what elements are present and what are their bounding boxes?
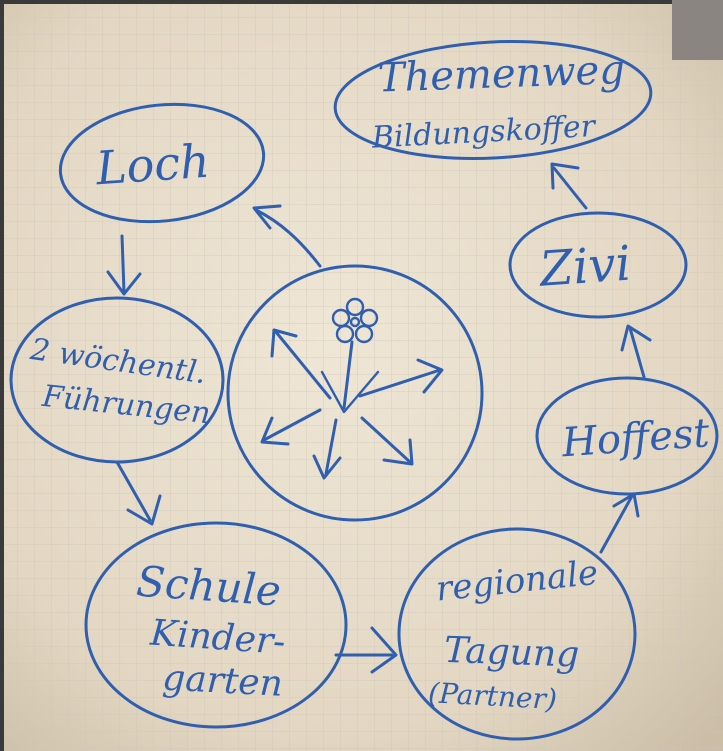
label-schule-2: Kinder-: [148, 613, 287, 663]
label-tagung-2: Tagung: [443, 630, 579, 676]
arrow-center-to-loch: [252, 204, 322, 268]
node-zivi-ellipse: [508, 211, 688, 319]
label-schule-1: Schule: [135, 557, 283, 616]
arrow-fuehrungen-to-schule: [115, 460, 162, 526]
corner-object: [672, 0, 723, 60]
node-themenweg-ellipse: [333, 39, 653, 161]
node-loch-ellipse: [58, 102, 266, 224]
arrow-schule-to-tagung: [334, 626, 398, 674]
label-loch: Loch: [93, 134, 211, 196]
label-tagung-3: (Partner): [427, 676, 557, 716]
arrow-hoffest-to-zivi: [620, 324, 652, 379]
node-hoffest-ellipse: [535, 376, 719, 496]
arrow-zivi-to-themenweg: [550, 162, 588, 210]
arrow-loch-to-fuehrungen: [106, 234, 142, 296]
label-hoffest: Hoffest: [559, 410, 711, 466]
center-circle: [226, 264, 484, 522]
label-themenweg-1: Themenweg: [377, 47, 625, 102]
arrow-tagung-to-hoffest: [599, 492, 640, 554]
flower-with-arrows-icon: [260, 297, 444, 480]
label-zivi: Zivi: [536, 236, 633, 298]
label-schule-3: garten: [161, 658, 284, 705]
node-schule-ellipse: [84, 521, 348, 729]
node-tagung-ellipse: [397, 527, 637, 741]
